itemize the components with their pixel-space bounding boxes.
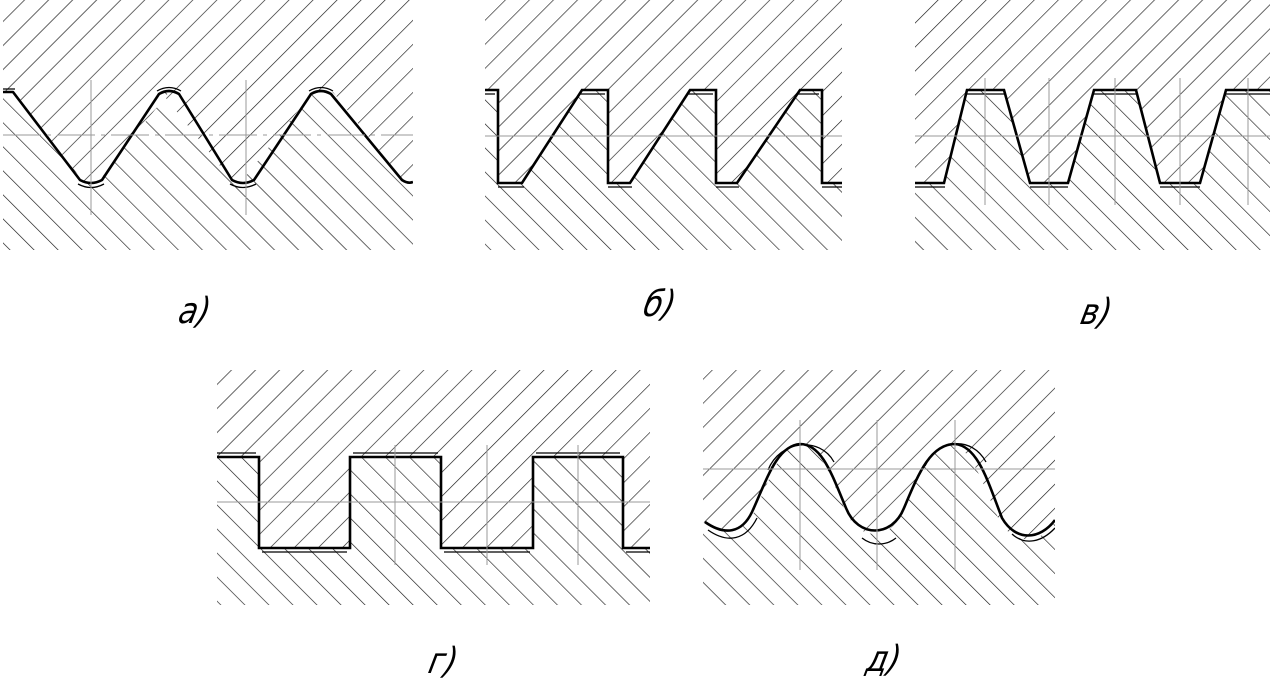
panel-triangular-thread	[3, 0, 413, 250]
bolt-hatch-region	[915, 90, 1270, 250]
bolt-hatch-region	[217, 457, 650, 605]
nut-hatch-region	[217, 370, 650, 548]
bolt-hatch-region	[703, 443, 1055, 605]
panel-trapezoidal-thread	[915, 0, 1270, 250]
panel-buttress-thread	[485, 0, 842, 250]
panel-square-thread	[217, 370, 650, 605]
nut-hatch-region	[3, 0, 413, 182]
bolt-hatch-region	[3, 92, 413, 250]
thread-inner-line	[485, 93, 842, 188]
nut-hatch-region	[485, 0, 842, 183]
thread-profile-line	[3, 89, 413, 185]
thread-profile-line	[704, 442, 1055, 537]
bolt-hatch-region	[485, 90, 842, 250]
nut-hatch-region	[703, 370, 1055, 540]
panel-round-thread	[703, 370, 1055, 605]
